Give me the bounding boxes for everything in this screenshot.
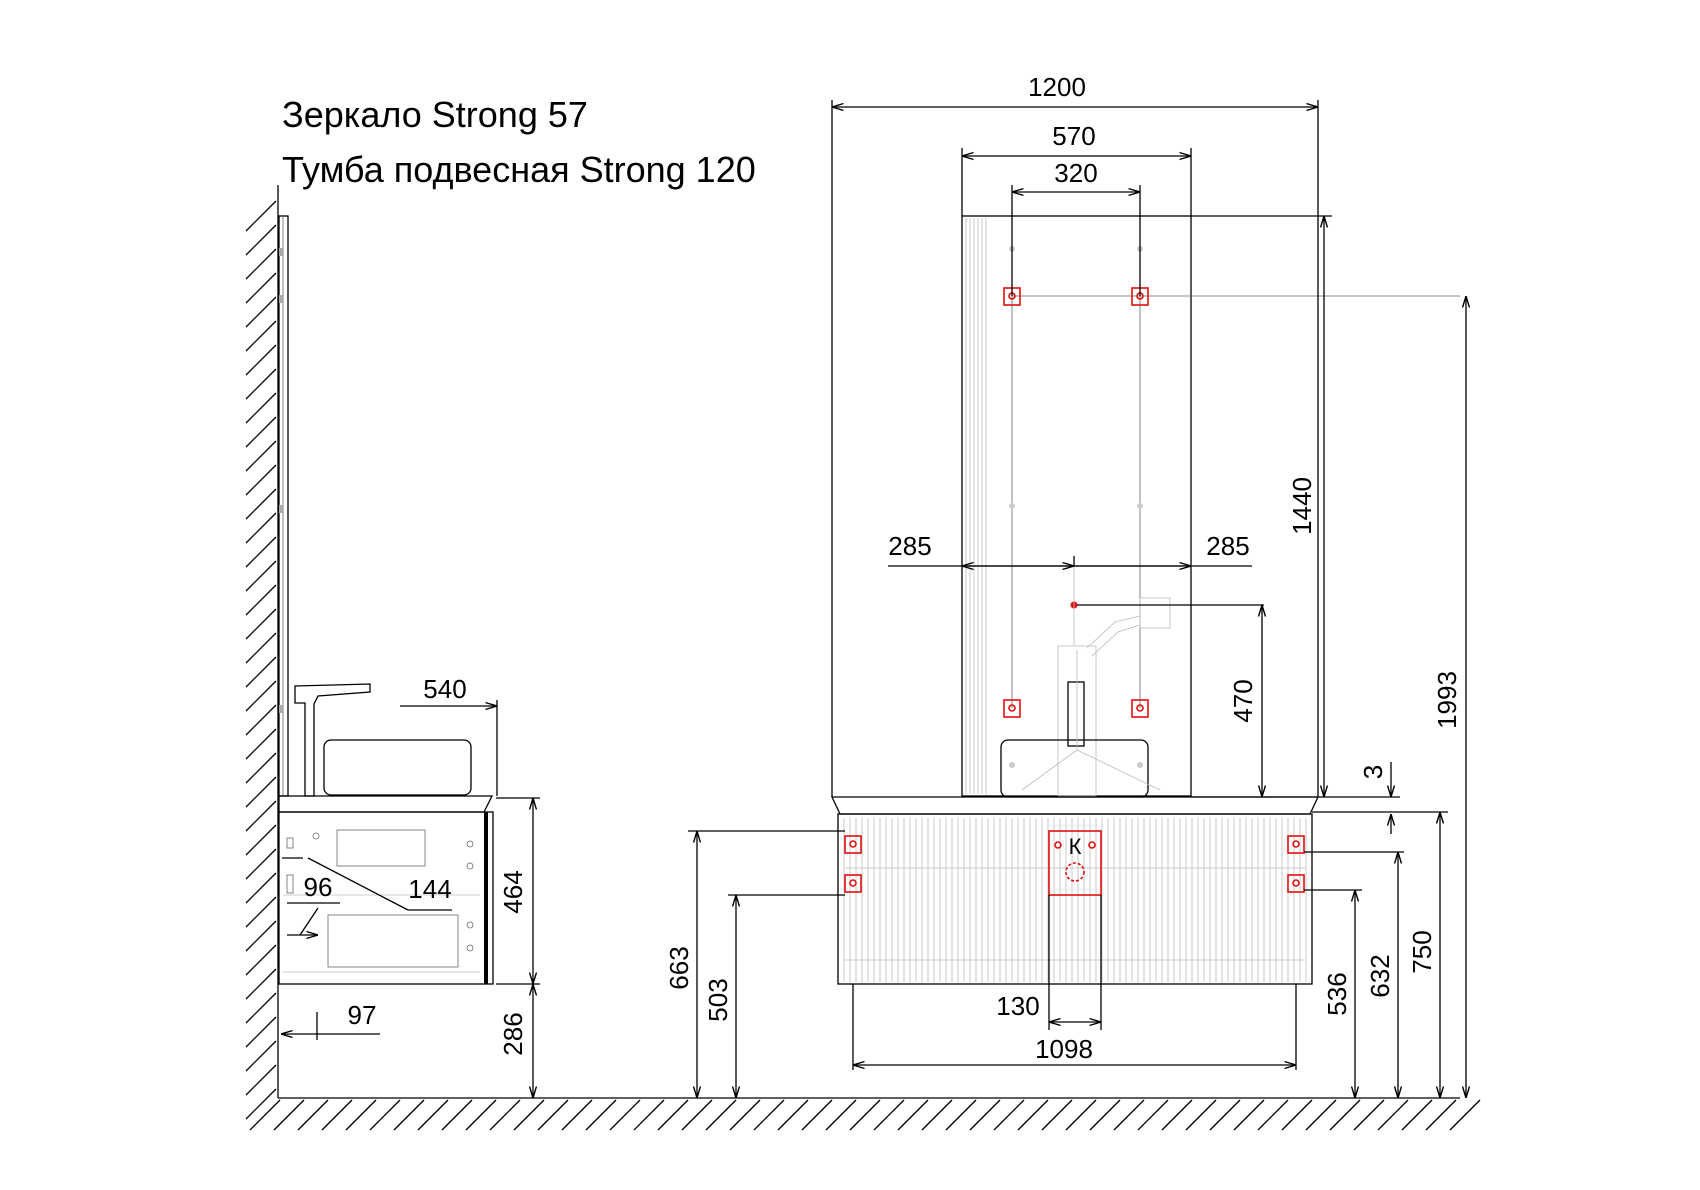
dim-130: 130 <box>996 991 1039 1021</box>
basin-side <box>323 739 472 796</box>
countertop-side <box>278 795 494 813</box>
dim-286: 286 <box>498 1012 528 1055</box>
cabinet-front <box>837 813 1313 985</box>
mirror-mount-point <box>1003 699 1021 718</box>
mirror-title: Зеркало Strong 57 <box>282 94 588 135</box>
dimension-labels: 1200 570 320 1440 285 285 470 3 1993 540… <box>304 72 1462 1064</box>
dim-1200: 1200 <box>1028 72 1086 102</box>
cabinet-side <box>278 811 494 985</box>
dim-464: 464 <box>498 870 528 913</box>
side-view <box>278 215 540 1098</box>
dim-144: 144 <box>408 874 451 904</box>
dim-1993: 1993 <box>1432 671 1462 729</box>
mirror-side-profile <box>278 215 289 797</box>
dim-536: 536 <box>1322 972 1352 1015</box>
cabinet-mount-point <box>844 835 862 854</box>
mirror-mount-point <box>1131 699 1149 718</box>
cabinet-title: Тумба подвесная Strong 120 <box>282 149 756 190</box>
dim-470: 470 <box>1228 679 1258 722</box>
wall-hatching <box>245 185 279 1120</box>
mirror-front <box>961 215 1460 797</box>
dim-285-right: 285 <box>1206 531 1249 561</box>
dim-663: 663 <box>664 946 694 989</box>
dim-285-left: 285 <box>888 531 931 561</box>
cabinet-mount-point <box>1287 835 1305 854</box>
dim-1440: 1440 <box>1287 477 1317 535</box>
dim-540: 540 <box>423 674 466 704</box>
dim-97: 97 <box>348 1000 377 1030</box>
cabinet-mount-point <box>1287 874 1305 893</box>
front-view: К <box>688 100 1466 1098</box>
drain-zone: К <box>1048 830 1102 896</box>
dim-96: 96 <box>304 872 333 902</box>
dim-632: 632 <box>1365 954 1395 997</box>
dim-570: 570 <box>1052 121 1095 151</box>
dim-320: 320 <box>1054 158 1097 188</box>
dim-1098: 1098 <box>1035 1034 1093 1064</box>
dim-503: 503 <box>703 978 733 1021</box>
drain-label: К <box>1069 834 1082 859</box>
cabinet-mount-point <box>844 874 862 893</box>
faucet-basin-front <box>1000 597 1171 798</box>
faucet-side <box>294 683 371 797</box>
floor-hatching <box>249 1097 1481 1131</box>
dim-3: 3 <box>1358 765 1388 779</box>
dim-750: 750 <box>1407 930 1437 973</box>
